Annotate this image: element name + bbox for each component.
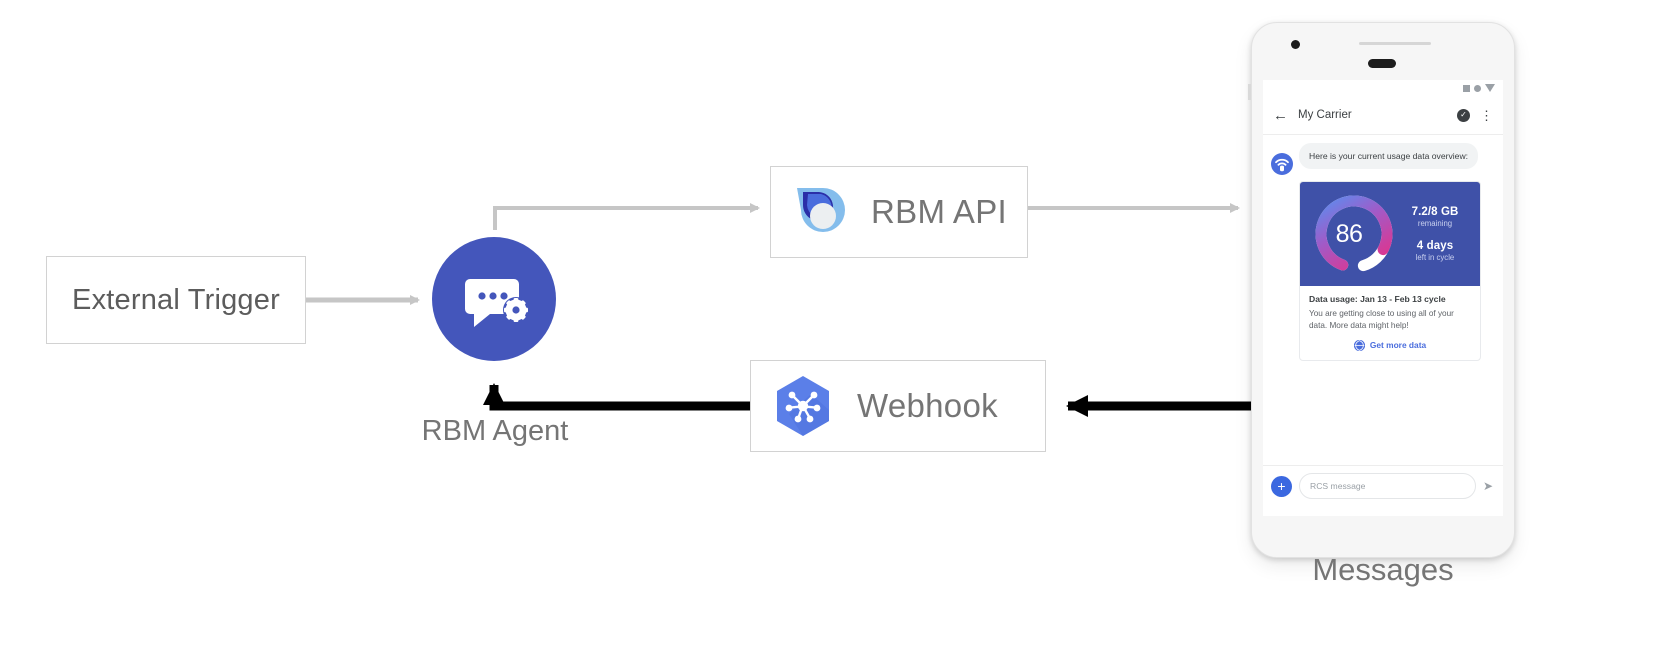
phone-side-button[interactable] xyxy=(1248,84,1251,100)
external-trigger-node[interactable]: External Trigger xyxy=(46,256,306,344)
battery-icon xyxy=(1485,84,1495,92)
card-title: Data usage: Jan 13 - Feb 13 cycle xyxy=(1309,294,1446,304)
stat-data-remaining-label: remaining xyxy=(1417,219,1453,228)
signal-icon xyxy=(1463,84,1470,92)
card-body: Data usage: Jan 13 - Feb 13 cycle You ar… xyxy=(1300,286,1480,360)
earpiece-speaker xyxy=(1368,59,1396,68)
rbm-droplet-icon xyxy=(797,188,845,232)
gauge-number: 86 xyxy=(1335,219,1363,248)
messages-phone-mockup: ← My Carrier ✓ ⋮ Here is your current us… xyxy=(1248,22,1515,558)
agent-wifi-avatar-icon xyxy=(1271,153,1293,175)
edge-agent-to-api xyxy=(493,203,760,230)
rcs-message-input[interactable]: RCS message xyxy=(1299,473,1476,499)
external-trigger-label: External Trigger xyxy=(72,283,280,316)
globe-icon xyxy=(1353,339,1365,351)
gauge-unit: % xyxy=(1363,260,1373,271)
message-composer: + RCS message ➤ xyxy=(1263,465,1503,506)
conversation-title: My Carrier xyxy=(1298,109,1352,121)
overflow-menu-icon[interactable]: ⋮ xyxy=(1480,107,1493,123)
messages-label: Messages xyxy=(1312,552,1454,587)
webhook-label: Webhook xyxy=(857,387,998,424)
android-nav-bar xyxy=(1263,506,1503,516)
add-attachment-icon[interactable]: + xyxy=(1271,475,1292,497)
send-icon[interactable]: ➤ xyxy=(1482,479,1493,493)
status-bar xyxy=(1263,80,1503,96)
usage-gauge: 86 % xyxy=(1308,188,1400,280)
webhook-hexagon-icon xyxy=(777,376,829,436)
front-camera-icon xyxy=(1291,40,1300,49)
stat-days-left-label: left in cycle xyxy=(1415,253,1455,262)
bot-message-bubble: Here is your current usage data overview… xyxy=(1299,143,1479,170)
rcs-message-placeholder: RCS message xyxy=(1310,481,1366,491)
get-more-data-button[interactable]: Get more data xyxy=(1309,339,1471,354)
bot-message-row: Here is your current usage data overview… xyxy=(1271,143,1495,175)
chat-gear-icon xyxy=(465,279,529,327)
phone-screen: ← My Carrier ✓ ⋮ Here is your current us… xyxy=(1263,80,1503,516)
app-bar: ← My Carrier ✓ ⋮ xyxy=(1263,96,1503,135)
stat-days-left-value: 4 days xyxy=(1416,240,1454,252)
card-description: You are getting close to using all of yo… xyxy=(1309,309,1454,331)
rbm-api-label: RBM API xyxy=(871,193,1007,230)
rich-card[interactable]: 86 % 7.2/8 GB remaining 4 days le xyxy=(1299,181,1481,361)
gauge-value: 86 % xyxy=(1308,188,1400,280)
conversation-area: Here is your current usage data overview… xyxy=(1263,135,1503,465)
card-media: 86 % 7.2/8 GB remaining 4 days le xyxy=(1300,182,1480,286)
verified-badge-icon: ✓ xyxy=(1457,108,1470,122)
rbm-agent-circle xyxy=(432,237,556,361)
back-arrow-icon[interactable]: ← xyxy=(1273,106,1288,124)
card-stats: 7.2/8 GB remaining 4 days left in cycle xyxy=(1400,206,1472,262)
wifi-icon xyxy=(1474,84,1481,92)
rbm-agent-label: RBM Agent xyxy=(421,415,569,447)
edge-webhook-to-agent xyxy=(483,383,750,411)
earpiece-line xyxy=(1359,42,1431,45)
get-more-data-label: Get more data xyxy=(1369,340,1427,351)
stat-days-left: 4 days left in cycle xyxy=(1400,240,1470,262)
stat-data-remaining-value: 7.2/8 GB xyxy=(1411,206,1459,218)
webhook-node[interactable]: Webhook xyxy=(750,360,1046,452)
rbm-api-node[interactable]: RBM API xyxy=(770,166,1028,258)
rbm-agent-node[interactable] xyxy=(432,237,556,361)
stat-data-remaining: 7.2/8 GB remaining xyxy=(1400,206,1470,228)
